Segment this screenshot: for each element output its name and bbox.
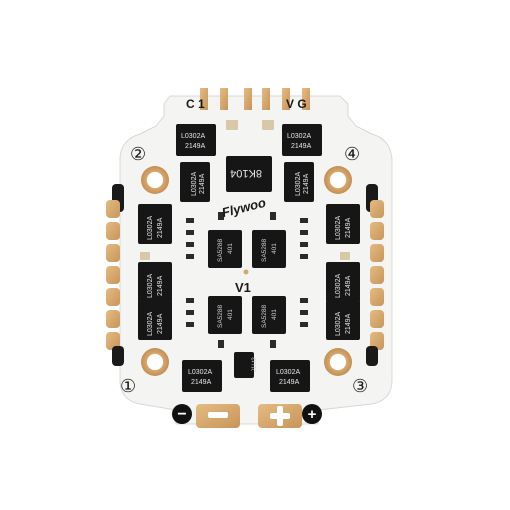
- pad-c1-b: [220, 88, 228, 110]
- svg-text:SA5288: SA5288: [261, 304, 268, 328]
- mosfet-left-2: L0302A 2149A: [138, 262, 172, 302]
- hole-number-1: ①: [120, 376, 136, 396]
- svg-text:SA5288: SA5288: [217, 304, 224, 328]
- svg-text:2149A: 2149A: [345, 217, 352, 238]
- mosfet-right-3: L0302A 2149A: [326, 300, 360, 340]
- svg-text:L0302A: L0302A: [335, 312, 342, 336]
- mosfet-upper-left: L0302A 2149A: [180, 162, 210, 202]
- svg-text:L0302A: L0302A: [147, 274, 154, 298]
- label-vg: V G: [286, 97, 307, 111]
- svg-text:L0302A: L0302A: [295, 172, 302, 196]
- mosfet-left-1: L0302A 2149A: [138, 204, 172, 244]
- svg-text:401: 401: [227, 309, 234, 320]
- svg-text:L0302A: L0302A: [276, 369, 300, 376]
- hole-number-4: ④: [344, 144, 360, 164]
- svg-text:L0302A: L0302A: [191, 172, 198, 196]
- mosfet-left-3: L0302A 2149A: [138, 300, 172, 340]
- power-pad-positive: [258, 404, 302, 428]
- hole-number-2: ②: [130, 144, 146, 164]
- pad-mid-b: [262, 88, 270, 110]
- svg-text:2149A: 2149A: [303, 173, 310, 194]
- svg-text:2149A: 2149A: [199, 173, 206, 194]
- version-label: V1: [235, 280, 251, 295]
- svg-text:2149A: 2149A: [345, 313, 352, 334]
- svg-text:401: 401: [271, 243, 278, 254]
- svg-text:8K104: 8K104: [230, 167, 262, 179]
- svg-text:2149A: 2149A: [157, 313, 164, 334]
- mosfet-right-1: L0302A 2149A: [326, 204, 360, 244]
- svg-text:L0302A: L0302A: [147, 312, 154, 336]
- svg-text:SA5288: SA5288: [217, 238, 224, 262]
- pad-v: [282, 88, 290, 110]
- mosfet-right-2: L0302A 2149A: [326, 262, 360, 302]
- plus-symbol: +: [302, 404, 322, 424]
- svg-text:L0302A: L0302A: [147, 216, 154, 240]
- motor-pads-right: [366, 184, 384, 366]
- svg-text:2149A: 2149A: [157, 217, 164, 238]
- svg-text:2149A: 2149A: [345, 275, 352, 296]
- svg-text:L0302A: L0302A: [181, 133, 205, 140]
- svg-text:L0302A: L0302A: [335, 274, 342, 298]
- driver-ic-3: SA5288 401: [208, 296, 242, 334]
- svg-text:L0302A: L0302A: [188, 369, 212, 376]
- mosfet-bottom-left: L0302A 2149A: [182, 360, 222, 392]
- fiducial-dot: [243, 269, 249, 275]
- svg-text:+: +: [308, 406, 317, 423]
- minus-symbol: −: [172, 404, 192, 424]
- small-smd-parts: [186, 212, 308, 348]
- motor-pads-left: [106, 184, 124, 366]
- center-ic: 8K104: [226, 156, 272, 192]
- svg-text:L0302A: L0302A: [335, 216, 342, 240]
- mosfet-bottom-right: L0302A 2149A: [270, 360, 310, 392]
- label-c1: C 1: [186, 97, 205, 111]
- passive-components: [140, 120, 350, 260]
- svg-text:SA5288: SA5288: [261, 238, 268, 262]
- hole-number-3: ③: [352, 376, 368, 396]
- pad-c1-a: [200, 88, 208, 110]
- top-solder-pads: [200, 88, 310, 110]
- svg-text:2149A: 2149A: [185, 143, 206, 150]
- pad-g: [302, 88, 310, 110]
- mosfet-top-right: L0302A 2149A: [282, 124, 322, 156]
- svg-text:401: 401: [227, 243, 234, 254]
- svg-text:2149A: 2149A: [279, 379, 300, 386]
- svg-text:L0302A: L0302A: [287, 133, 311, 140]
- svg-text:2149A: 2149A: [291, 143, 312, 150]
- driver-ic-4: SA5288 401: [252, 296, 286, 334]
- svg-text:J1Lt2: J1Lt2: [252, 357, 258, 372]
- small-ic: J1Lt2: [234, 352, 258, 378]
- svg-text:2149A: 2149A: [157, 275, 164, 296]
- mosfet-top-left: L0302A 2149A: [176, 124, 216, 156]
- svg-text:2149A: 2149A: [191, 379, 212, 386]
- mosfet-upper-right: L0302A 2149A: [284, 162, 314, 202]
- driver-ic-2: SA5288 401: [252, 230, 286, 268]
- driver-ic-1: SA5288 401: [208, 230, 242, 268]
- svg-text:401: 401: [271, 309, 278, 320]
- power-pad-negative: [196, 404, 240, 428]
- mount-holes: [141, 166, 352, 376]
- pad-mid-a: [244, 88, 252, 110]
- svg-text:−: −: [177, 406, 186, 423]
